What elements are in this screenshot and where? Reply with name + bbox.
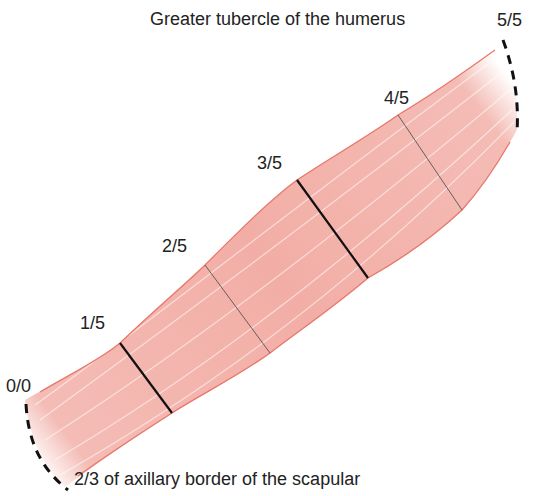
origin-dashed-line bbox=[26, 404, 68, 490]
division-line bbox=[297, 180, 368, 278]
division-line bbox=[205, 265, 270, 353]
fraction-label: 4/5 bbox=[384, 88, 409, 109]
muscle-lower-edge bbox=[78, 142, 510, 476]
division-line bbox=[398, 115, 462, 210]
fraction-label: 5/5 bbox=[497, 10, 522, 31]
insertion-label: Greater tubercle of the humerus bbox=[150, 9, 405, 30]
fraction-label: 2/5 bbox=[162, 236, 187, 257]
fraction-label: 1/5 bbox=[80, 313, 105, 334]
muscle-body bbox=[25, 42, 517, 487]
muscle-upper-edge bbox=[40, 50, 495, 392]
fraction-label: 0/0 bbox=[6, 376, 31, 397]
insertion-dashed-line bbox=[503, 40, 517, 132]
fraction-label: 3/5 bbox=[257, 153, 282, 174]
origin-label: 2/3 of axillary border of the scapular bbox=[74, 469, 360, 490]
division-line bbox=[120, 343, 172, 413]
muscle-fibers bbox=[35, 55, 514, 475]
